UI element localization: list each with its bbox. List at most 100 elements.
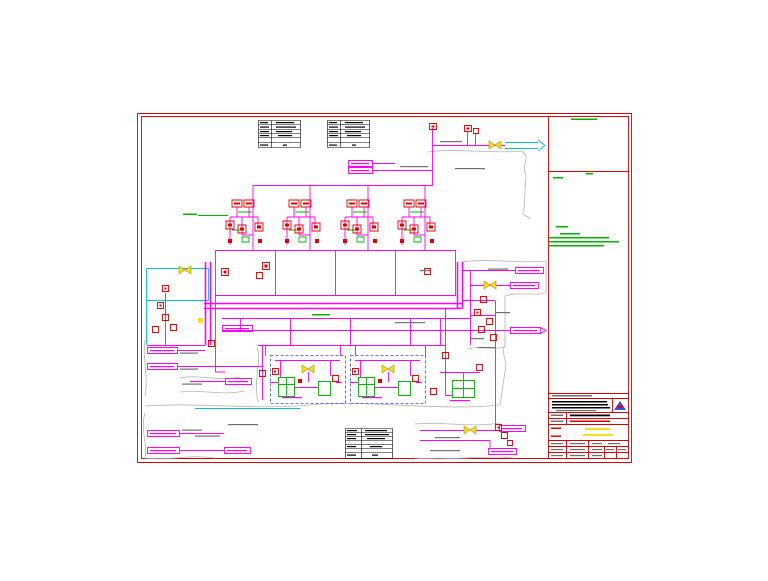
table-cell-text [352,144,356,146]
instrument-mark [476,311,479,314]
annotation-text [395,322,425,324]
instrument-box [431,389,437,395]
label-text [491,451,513,453]
burner-unit [225,184,264,251]
cloud-outline [428,151,530,219]
gas-supply-riser [433,128,506,186]
table-top-right-grid [328,121,370,148]
instrument-mark [223,270,227,274]
cloud-outline [144,340,146,396]
label-box [349,168,373,174]
pump-unit [269,355,346,404]
burner-unit [340,184,379,251]
annotation-text [400,166,428,168]
instrument-box [475,310,481,316]
instrument-box [491,335,497,341]
label-text [225,328,249,330]
pipework [147,128,515,451]
instrument-mark [159,304,162,307]
label-box [516,268,544,274]
title-block-text [608,443,620,445]
pump-units [269,355,480,404]
legend-text [560,233,580,235]
annotation-text [478,347,496,349]
control-valve [464,426,476,434]
title-panel-content [549,118,626,457]
title-block-text [552,407,610,409]
main-header [204,304,462,309]
label-box [349,161,373,167]
label-text [513,330,537,332]
instrument-box [430,124,437,130]
table-cell-text [260,126,269,128]
lower-header [258,309,446,401]
instrument-box [153,327,159,333]
panel-heading-text [571,118,597,120]
table-cell-text [372,454,378,456]
title-block-text [551,435,561,437]
instrument-box [163,286,169,292]
control-valve [489,141,501,149]
left-branches [147,293,262,451]
legend-text [549,241,619,243]
burner-units [225,184,436,251]
outlet-pipe [505,140,545,151]
table-cell-text [347,446,356,448]
table-top-left-grid [259,121,301,148]
table-cell-text [347,135,361,137]
table-cell-text [260,144,268,146]
table-cell-text [329,144,337,146]
outer-border [138,114,632,463]
table-cell-text [278,135,292,137]
label-box [511,328,541,334]
table-cell-text [370,446,382,448]
instrument-box [508,441,513,446]
area-label-text [183,213,197,215]
table-cell-text [347,430,357,432]
instrument-box [222,269,229,276]
annotation-text [180,368,198,370]
control-valve [179,266,191,274]
table-cell-text [365,434,389,436]
label-text [351,170,369,172]
label-text [228,381,248,383]
table-cell-text [276,126,296,128]
instrument-box [425,269,431,275]
title-block-text [551,443,563,445]
distribution-lines [222,319,470,346]
instrument-mark [164,287,167,290]
table-cell-text [276,131,292,133]
title-block-text [592,455,602,457]
instrument-mark [466,127,470,130]
pump-pipe [440,373,480,396]
legend-text [556,226,568,228]
label-text [513,285,535,287]
table-cell-text [347,454,356,456]
table-cell-text [260,122,268,124]
annotation-text [182,429,202,431]
title-block-text [556,410,596,412]
instrument-box [465,126,472,132]
table-cell-text [329,122,337,124]
instrument-box [443,353,449,359]
title-block-text [552,404,608,406]
pipe-annotations [180,141,510,452]
control-valves [179,141,501,434]
title-block-text [551,427,561,429]
title-block-text [551,455,563,457]
instrument-mark [431,125,435,128]
table-cell-text [329,131,338,133]
cloud-outline [143,413,215,459]
revision-clouds [143,151,546,459]
label-box [225,448,251,454]
supply-branch [372,164,433,171]
annotation-text [496,312,510,314]
annotation-text [195,435,220,437]
green-annotations [183,213,330,316]
title-block-text [570,443,585,445]
logo-bar [617,405,623,408]
instrument-box [477,365,483,371]
annotation-text [180,352,198,354]
cyan-lines [147,140,546,409]
